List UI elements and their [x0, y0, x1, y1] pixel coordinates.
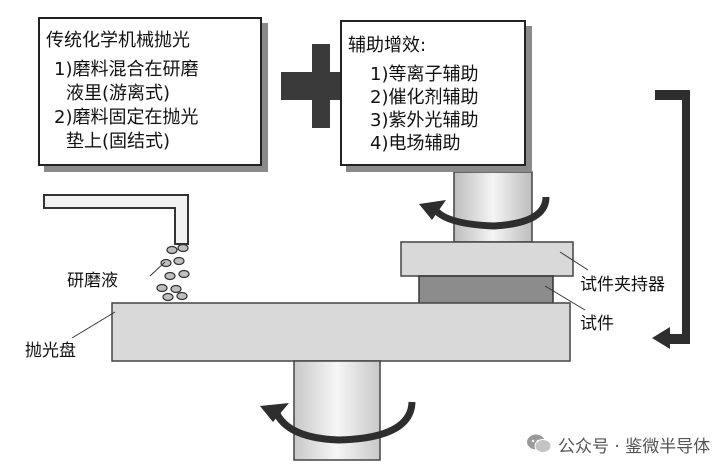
polishing-pad-label: 抛光盘 [25, 341, 76, 361]
slurry-label: 研磨液 [67, 271, 118, 291]
bracket-arrow-icon [652, 90, 690, 349]
polishing-pad [111, 302, 571, 362]
lower-spindle [293, 360, 381, 461]
assist-methods-title: 辅助增效: [348, 35, 427, 56]
traditional-item1-line2: 液里(游离式) [66, 83, 171, 104]
slurry-nozzle [43, 194, 189, 245]
assist-method-electric-field: 4)电场辅助 [370, 133, 461, 154]
upper-rotation-arrow-icon [419, 196, 550, 230]
traditional-cmp-title: 传统化学机械抛光 [46, 30, 190, 51]
assist-method-uv: 3)紫外光辅助 [370, 110, 479, 131]
traditional-item1-line1: 1)磨料混合在研磨 [54, 59, 199, 80]
slurry-droplets [156, 243, 190, 302]
assist-method-catalyst: 2)催化剂辅助 [370, 87, 479, 108]
assist-method-plasma: 1)等离子辅助 [370, 64, 479, 85]
assist-methods-box: 辅助增效: 1)等离子辅助 2)催化剂辅助 3)紫外光辅助 4)电场辅助 [340, 20, 526, 166]
specimen-label: 试件 [580, 314, 614, 334]
specimen-holder [400, 241, 574, 277]
plus-icon [281, 44, 340, 128]
wechat-icon [527, 434, 552, 453]
watermark-text: 公众号 · 鉴微半导体 [558, 436, 711, 457]
traditional-item2-line1: 2)磨料固定在抛光 [54, 107, 199, 128]
traditional-item2-line2: 垫上(固结式) [66, 131, 171, 152]
traditional-cmp-box: 传统化学机械抛光 1)磨料混合在研磨 液里(游离式) 2)磨料固定在抛光 垫上(… [38, 17, 262, 166]
leader-lines [71, 251, 589, 339]
specimen [418, 275, 554, 305]
lower-rotation-arrow-icon [260, 401, 416, 444]
watermark: 公众号 · 鉴微半导体 [526, 432, 711, 457]
specimen-holder-label: 试件夹持器 [580, 275, 665, 295]
upper-spindle [453, 171, 533, 243]
